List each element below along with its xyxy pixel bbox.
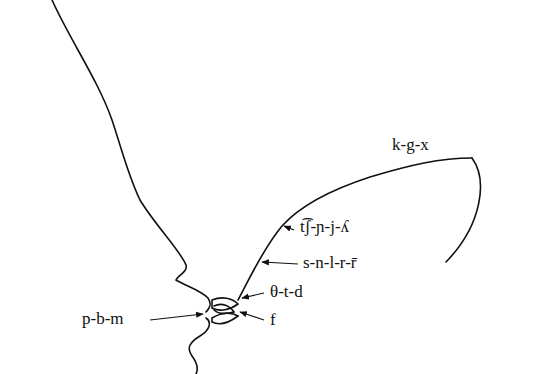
articulation-label: p-b-m — [82, 310, 124, 329]
articulation-label: s-n-l-r-r̄ — [303, 254, 356, 273]
leader-arrow — [240, 312, 264, 320]
upper-incisor — [212, 298, 238, 310]
leader-arrow — [262, 262, 298, 264]
palate — [238, 158, 472, 300]
upper-incisor — [214, 304, 234, 313]
lower-incisor — [212, 313, 238, 323]
face-profile — [52, 0, 210, 312]
velum-pharynx — [446, 158, 480, 262]
articulation-label: θ-t-d — [270, 283, 303, 302]
articulation-label: t͡ʃ-ɲ-j-ʎ — [300, 218, 349, 237]
leader-arrow — [150, 314, 203, 320]
leader-arrow — [284, 226, 294, 230]
lower-lip — [189, 318, 209, 374]
articulation-label: k-g-x — [392, 136, 429, 155]
leader-arrow — [242, 293, 264, 298]
articulation-label: f — [270, 311, 276, 330]
